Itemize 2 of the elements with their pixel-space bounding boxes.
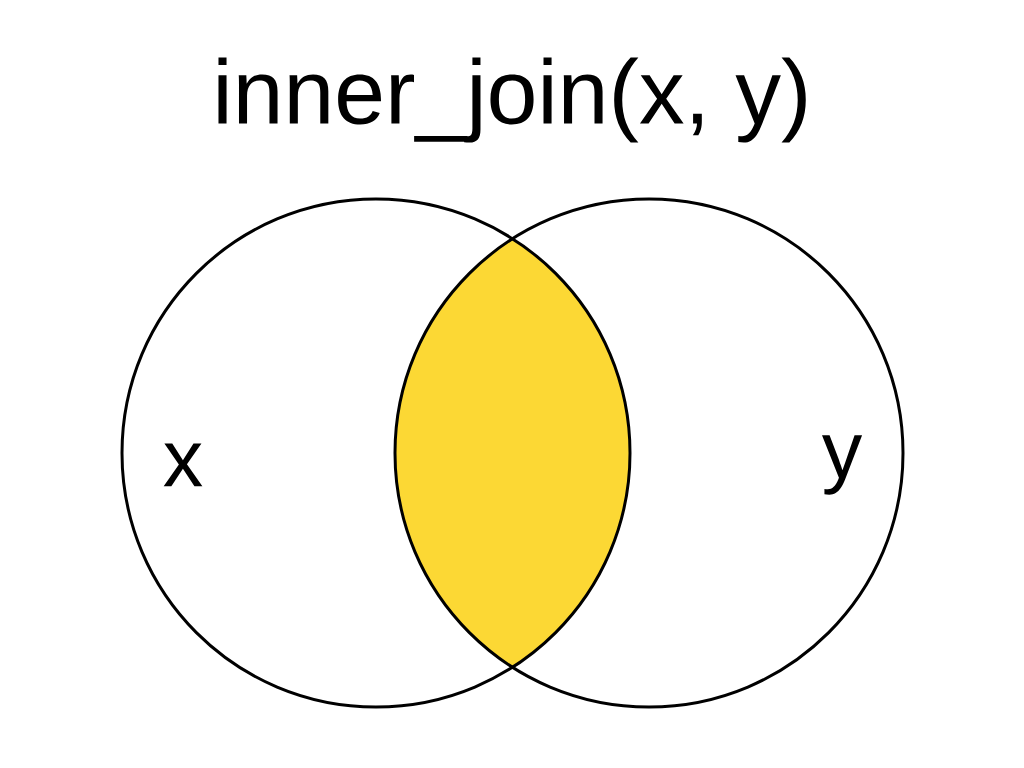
title: inner_join(x, y)	[218, 57, 806, 143]
intersection-region	[395, 238, 630, 668]
